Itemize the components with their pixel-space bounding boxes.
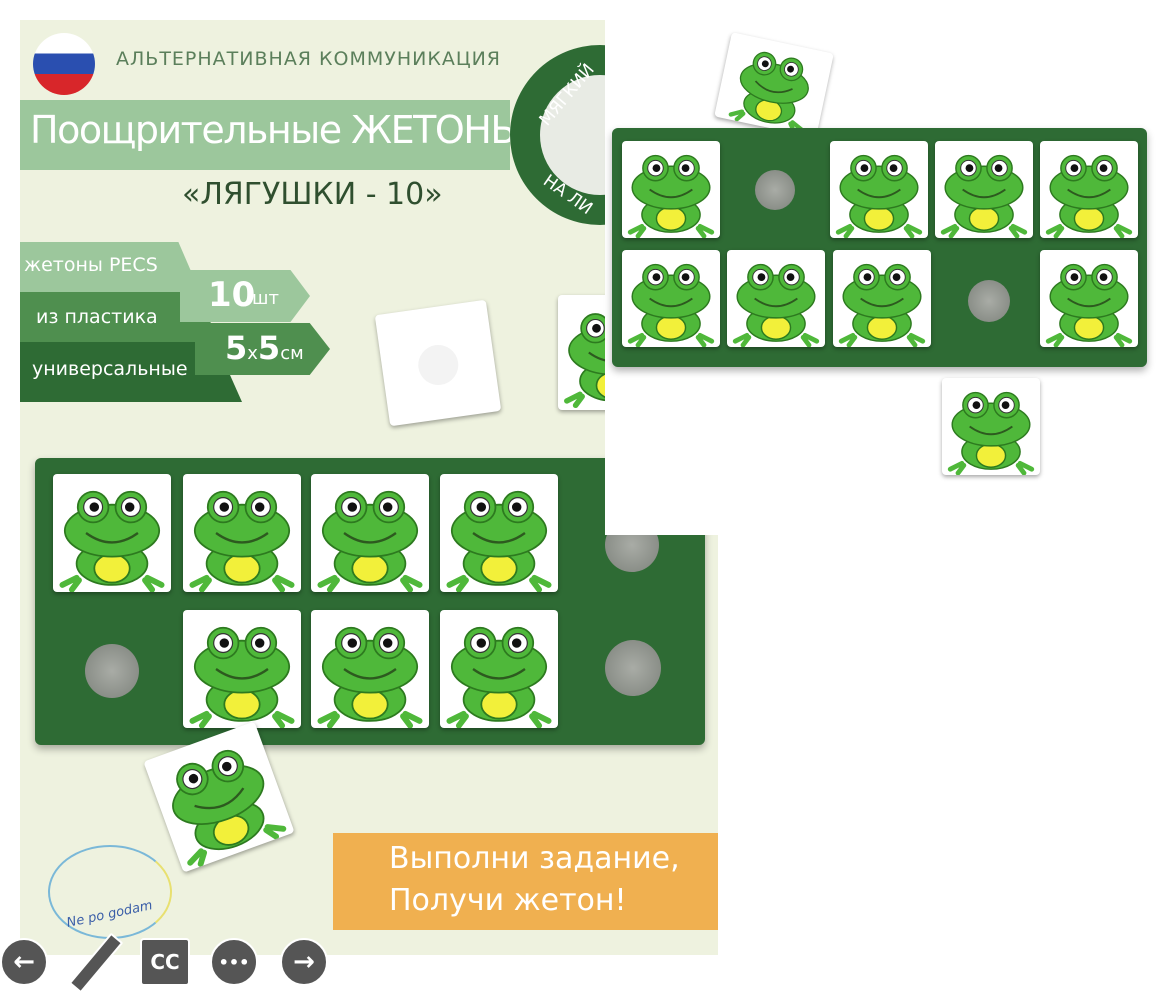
frog-icon bbox=[172, 749, 287, 867]
more-button[interactable]: ••• bbox=[210, 938, 258, 986]
pencil-icon bbox=[68, 932, 124, 993]
velcro-dot bbox=[85, 644, 139, 698]
count-unit: шт bbox=[252, 288, 279, 309]
frog-token bbox=[183, 474, 301, 592]
frog-icon bbox=[59, 490, 165, 592]
frog-icon bbox=[835, 154, 923, 238]
forward-button[interactable]: → bbox=[280, 938, 328, 986]
arrow-left-icon: ← bbox=[13, 947, 35, 977]
back-button[interactable]: ← bbox=[0, 938, 48, 986]
frog-token bbox=[622, 141, 720, 238]
brand-logo: Ne po godam bbox=[38, 835, 178, 945]
feature-label: жетоны PECS bbox=[24, 254, 158, 276]
blank-token-velcro bbox=[374, 299, 502, 427]
frog-icon bbox=[189, 490, 295, 592]
frog-icon bbox=[1045, 154, 1133, 238]
frog-icon bbox=[732, 263, 820, 347]
captions-button[interactable]: CC bbox=[140, 938, 190, 986]
frog-token bbox=[935, 141, 1033, 238]
frog-icon bbox=[627, 263, 715, 347]
feature-label: универсальные bbox=[32, 358, 188, 380]
frog-token bbox=[311, 610, 429, 728]
velcro-dot bbox=[605, 640, 661, 696]
frog-icon bbox=[446, 626, 552, 728]
title: Поощрительные ЖЕТОНЫ bbox=[30, 108, 524, 152]
token-board-main bbox=[35, 458, 705, 745]
slogan-line-2: Получи жетон! bbox=[389, 883, 627, 918]
header-text: АЛЬТЕРНАТИВНАЯ КОММУНИКАЦИЯ bbox=[116, 48, 502, 70]
frog-token bbox=[622, 250, 720, 347]
russia-smiley-logo bbox=[33, 33, 95, 95]
frog-token bbox=[727, 250, 825, 347]
count-value: 10 bbox=[208, 275, 256, 315]
edit-button[interactable] bbox=[66, 932, 124, 993]
product-image-secondary bbox=[605, 0, 1166, 535]
frog-token bbox=[311, 474, 429, 592]
arrow-right-icon: → bbox=[293, 947, 315, 977]
frog-token bbox=[440, 474, 558, 592]
size-arrow: 5x5см bbox=[195, 323, 330, 375]
frog-icon bbox=[446, 490, 552, 592]
frog-icon bbox=[317, 490, 423, 592]
cc-icon: CC bbox=[150, 950, 180, 974]
frog-token-loose bbox=[714, 32, 834, 138]
feature-1: жетоны PECS bbox=[20, 242, 200, 292]
frog-token bbox=[440, 610, 558, 728]
frog-icon bbox=[1045, 263, 1133, 347]
frog-token-loose bbox=[143, 721, 295, 873]
frog-icon bbox=[838, 263, 926, 347]
more-dots-icon: ••• bbox=[218, 952, 250, 972]
subtitle: «ЛЯГУШКИ - 10» bbox=[182, 177, 443, 212]
velcro-dot bbox=[755, 170, 795, 210]
slogan-box: Выполни задание, Получи жетон! bbox=[333, 833, 718, 930]
frog-token bbox=[1040, 141, 1138, 238]
token-board-secondary bbox=[612, 128, 1147, 367]
frog-icon bbox=[627, 154, 715, 238]
frog-token bbox=[830, 141, 928, 238]
frog-token bbox=[1040, 250, 1138, 347]
frog-icon bbox=[728, 51, 809, 134]
frog-token bbox=[53, 474, 171, 592]
frog-icon bbox=[940, 154, 1028, 238]
frog-icon bbox=[317, 626, 423, 728]
frog-token-loose bbox=[942, 378, 1040, 475]
frog-icon bbox=[947, 391, 1035, 475]
feature-label: из пластика bbox=[36, 306, 158, 328]
frog-token bbox=[183, 610, 301, 728]
velcro-dot bbox=[968, 280, 1010, 322]
frog-icon bbox=[189, 626, 295, 728]
frog-token bbox=[833, 250, 931, 347]
slogan-line-1: Выполни задание, bbox=[389, 841, 680, 876]
size-text: 5x5см bbox=[225, 329, 304, 367]
product-image-main: АЛЬТЕРНАТИВНАЯ КОММУНИКАЦИЯ Поощрительны… bbox=[20, 20, 718, 955]
title-band bbox=[20, 100, 510, 170]
